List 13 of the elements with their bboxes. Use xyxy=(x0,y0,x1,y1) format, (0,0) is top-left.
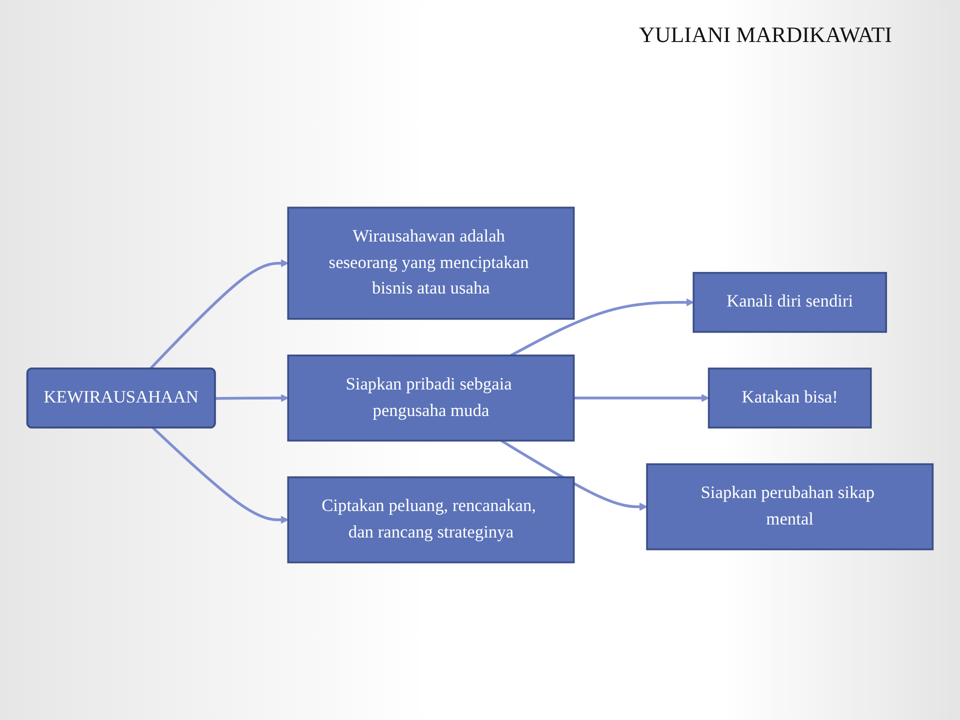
node-box: Wirausahawan adalah seseorang yang menciptakan bisnis atau usaha xyxy=(287,206,575,320)
node-box: Katakan bisa! xyxy=(708,368,872,428)
arrow xyxy=(215,394,289,402)
arrow xyxy=(574,394,710,402)
arrow xyxy=(500,439,648,511)
author-name: YULIANI MARDIKAWATI xyxy=(638,22,892,48)
arrow xyxy=(510,298,694,357)
node-box: Siapkan perubahan sikap mental xyxy=(646,463,934,550)
node-box: Kanali diri sendiri xyxy=(692,272,888,333)
node-box: Siapkan pribadi sebgaia pengusaha muda xyxy=(287,354,575,442)
node-box: Ciptakan peluang, rencanakan, dan rancang strateginya xyxy=(287,476,575,564)
arrow xyxy=(152,427,289,524)
arrow xyxy=(149,259,289,370)
